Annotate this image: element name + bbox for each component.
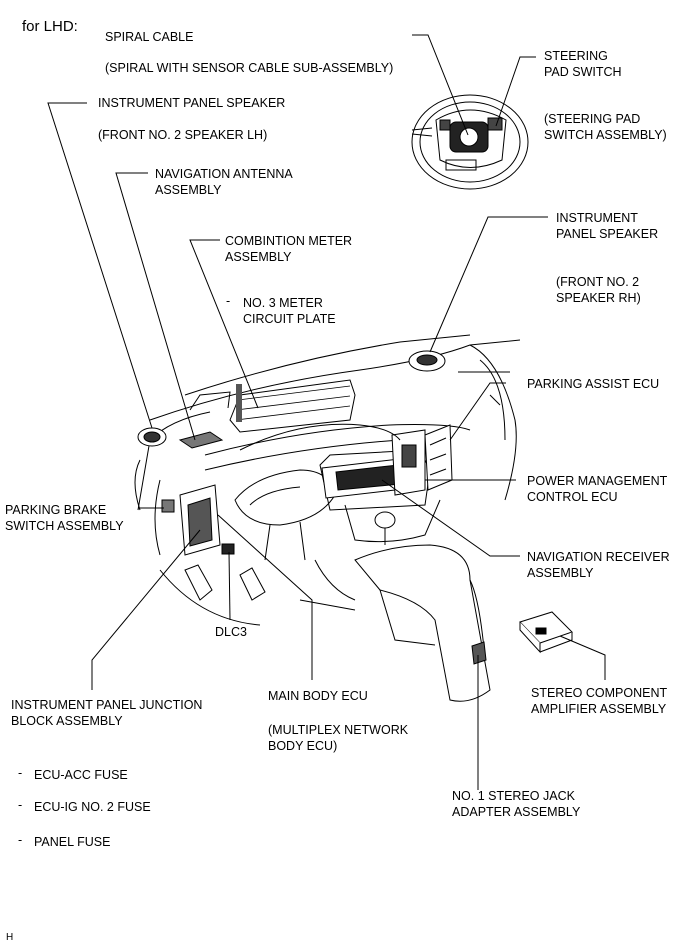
navigation-receiver-illustration: [321, 457, 413, 499]
dlc3-illustration: [221, 543, 235, 555]
label-ip-speaker-lh: INSTRUMENT PANEL SPEAKER: [98, 96, 286, 110]
label-main-body-sub2: BODY ECU): [268, 739, 338, 753]
footer-mark: H: [6, 932, 14, 943]
leader-parking-assist: [449, 382, 506, 441]
label-nav-antenna-1: NAVIGATION ANTENNA: [155, 167, 293, 181]
stereo-amplifier-illustration: [519, 611, 573, 654]
leader-nav-receiver: [381, 479, 520, 557]
label-main-body-1: MAIN BODY ECU: [268, 689, 368, 703]
label-parking-brake-2: SWITCH ASSEMBLY: [5, 519, 124, 533]
diagram-header: for LHD:: [22, 18, 78, 35]
label-fuse-dash-2: -: [18, 798, 23, 812]
label-fuse-dash-3: -: [18, 833, 23, 847]
leader-nav-antenna: [115, 172, 196, 441]
label-stereo-amp-2: AMPLIFIER ASSEMBLY: [531, 702, 667, 716]
combination-meter-illustration: [229, 379, 356, 433]
label-steering-pad-2: PAD SWITCH: [544, 65, 622, 79]
navigation-antenna-illustration: [178, 431, 224, 449]
label-meter-plate-2: CIRCUIT PLATE: [243, 312, 336, 326]
label-stereo-jack-2: ADAPTER ASSEMBLY: [452, 805, 581, 819]
label-ip-speaker-rh-2: PANEL SPEAKER: [556, 227, 659, 241]
leader-ip-speaker-rh: [429, 216, 548, 353]
label-ip-speaker-rh-1: INSTRUMENT: [556, 211, 638, 225]
label-meter-1: COMBINTION METER: [225, 234, 353, 248]
speaker-rh-illustration: [408, 350, 446, 372]
label-spiral-cable: SPIRAL CABLE: [105, 30, 194, 44]
junction-block-illustration: [179, 484, 221, 556]
label-meter-plate-1: NO. 3 METER: [243, 296, 323, 310]
label-meter-dash: -: [226, 294, 231, 308]
label-steering-pad-1: STEERING: [544, 49, 608, 63]
stereo-jack-illustration: [471, 641, 487, 665]
label-ip-speaker-rh-sub2: SPEAKER RH): [556, 291, 641, 305]
label-spiral-cable-sub: (SPIRAL WITH SENSOR CABLE SUB-ASSEMBLY): [105, 61, 394, 75]
label-parking-brake-1: PARKING BRAKE: [5, 503, 107, 517]
label-parking-assist: PARKING ASSIST ECU: [527, 377, 660, 391]
label-dlc3: DLC3: [215, 625, 247, 639]
leader-junction: [91, 529, 201, 690]
leader-lines: [47, 34, 606, 790]
label-power-mgmt-1: POWER MANAGEMENT: [527, 474, 668, 488]
label-ip-speaker-lh-sub: (FRONT NO. 2 SPEAKER LH): [98, 128, 268, 142]
leader-steering-pad: [495, 56, 536, 127]
label-nav-receiver-2: ASSEMBLY: [527, 566, 594, 580]
label-fuse-dash-1: -: [18, 766, 23, 780]
label-junction-1: INSTRUMENT PANEL JUNCTION: [11, 698, 203, 712]
label-power-mgmt-2: CONTROL ECU: [527, 490, 618, 504]
wiring-harness: [239, 423, 401, 451]
label-fuse-1: ECU-ACC FUSE: [34, 768, 128, 782]
label-fuse-2: ECU-IG NO. 2 FUSE: [34, 800, 151, 814]
leader-spiral-cable: [412, 34, 469, 136]
leader-meter: [189, 239, 259, 409]
leader-main-body: [217, 514, 313, 680]
power-management-ecu-illustration: [391, 429, 426, 496]
label-ip-speaker-rh-sub1: (FRONT NO. 2: [556, 275, 640, 289]
label-nav-antenna-2: ASSEMBLY: [155, 183, 222, 197]
steering-wheel-illustration: [411, 94, 529, 190]
label-stereo-jack-1: NO. 1 STEREO JACK: [452, 789, 575, 803]
label-fuse-3: PANEL FUSE: [34, 835, 111, 849]
leader-dlc3: [228, 551, 231, 621]
label-meter-2: ASSEMBLY: [225, 250, 292, 264]
label-stereo-amp-1: STEREO COMPONENT: [531, 686, 668, 700]
leader-stereo-amp: [559, 635, 606, 680]
label-junction-2: BLOCK ASSEMBLY: [11, 714, 123, 728]
label-main-body-sub1: (MULTIPLEX NETWORK: [268, 723, 409, 737]
label-steering-pad-sub1: (STEERING PAD: [544, 112, 641, 126]
label-steering-pad-sub2: SWITCH ASSEMBLY): [544, 128, 667, 142]
speaker-lh-illustration: [137, 427, 167, 447]
parking-brake-switch-illustration: [161, 499, 175, 513]
leader-ip-speaker-lh: [47, 102, 153, 429]
label-nav-receiver-1: NAVIGATION RECEIVER: [527, 550, 670, 564]
